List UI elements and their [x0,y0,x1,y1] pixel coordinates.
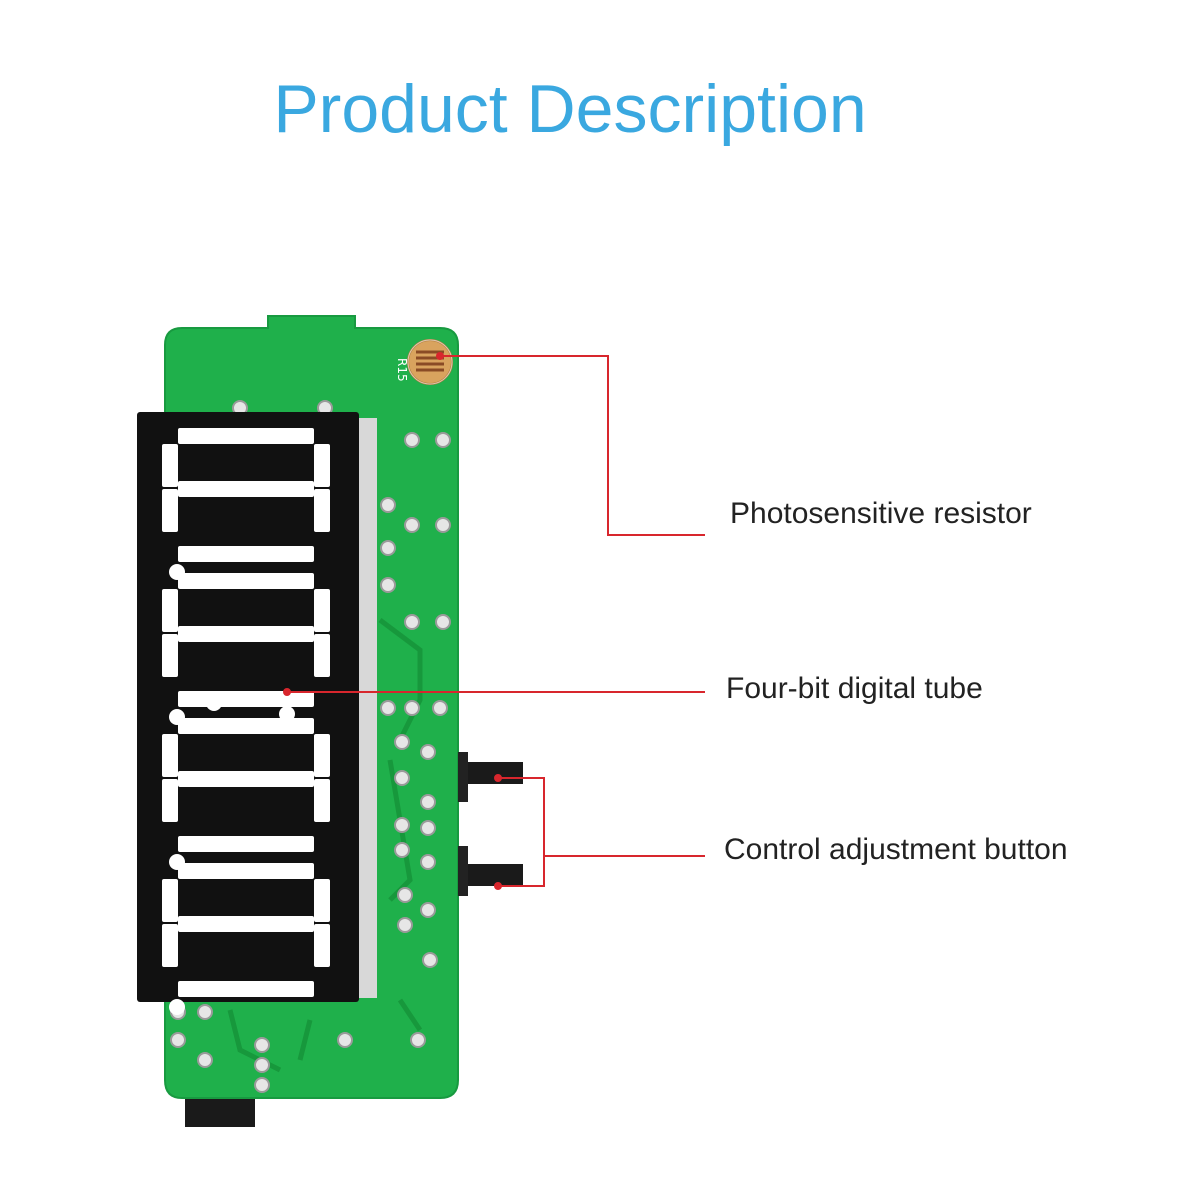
four-bit-digital-tube-label: Four-bit digital tube [726,672,983,705]
digit-segment [162,634,178,677]
digit-segment [178,626,314,642]
solder-pad [420,820,436,836]
solder-pad [394,842,410,858]
control-adjustment-button [458,752,523,896]
digit-segment [178,863,314,879]
digit-segment [178,836,314,852]
solder-pad [254,1077,270,1093]
solder-pad [380,540,396,556]
solder-pads [170,400,451,1093]
solder-pad [420,794,436,810]
colon-dot [279,706,295,722]
solder-pad [420,902,436,918]
page-title: Product Description [273,71,867,147]
photosensitive-resistor-label: Photosensitive resistor [730,497,1032,530]
bottom-connector [185,1095,255,1127]
solder-pad [170,1032,186,1048]
digit-segment [178,481,314,497]
solder-pad [404,700,420,716]
digit-segment [178,691,314,707]
digit-segment [314,589,330,632]
solder-pad [380,497,396,513]
digit-segment [314,489,330,532]
solder-pad [197,1052,213,1068]
digit-segment [178,718,314,734]
solder-pad [404,614,420,630]
solder-pad [420,854,436,870]
solder-pad [394,734,410,750]
digit-segment [178,771,314,787]
digit-segment [314,734,330,777]
digit-segment [178,573,314,589]
leader-lines [283,352,705,890]
digit-segment [162,879,178,922]
solder-pad [435,432,451,448]
solder-pad [432,700,448,716]
digit-segment [314,924,330,967]
solder-pad [397,887,413,903]
digit-segment [314,879,330,922]
digit-segment [178,916,314,932]
photosensitive-resistor [407,339,453,385]
solder-pad [435,614,451,630]
solder-pad [420,744,436,760]
solder-pad [404,432,420,448]
digit-segment [162,779,178,822]
solder-pad [380,577,396,593]
digit-segment [162,489,178,532]
digit-segment [162,589,178,632]
digit-segment [314,634,330,677]
solder-pad [397,917,413,933]
solder-pad [254,1057,270,1073]
digit-segment [162,444,178,487]
decimal-point [169,999,185,1015]
solder-pad [404,517,420,533]
solder-pad [410,1032,426,1048]
solder-pad [422,952,438,968]
solder-pad [337,1032,353,1048]
display-bezel [355,418,377,998]
silkscreen-label: R15 [395,358,409,382]
control-adjustment-button-label: Control adjustment button [724,833,1068,866]
solder-pad [435,517,451,533]
digit-segment [162,734,178,777]
digit-segment [314,779,330,822]
digit-segment [162,924,178,967]
solder-pad [197,1004,213,1020]
solder-pad [380,700,396,716]
digit-segment [314,444,330,487]
digit-segment [178,546,314,562]
solder-pad [394,770,410,786]
colon-dot [206,695,222,711]
solder-pad [254,1037,270,1053]
digit-segment [178,428,314,444]
solder-pad [394,817,410,833]
digit-segments [162,428,330,1015]
digit-segment [178,981,314,997]
